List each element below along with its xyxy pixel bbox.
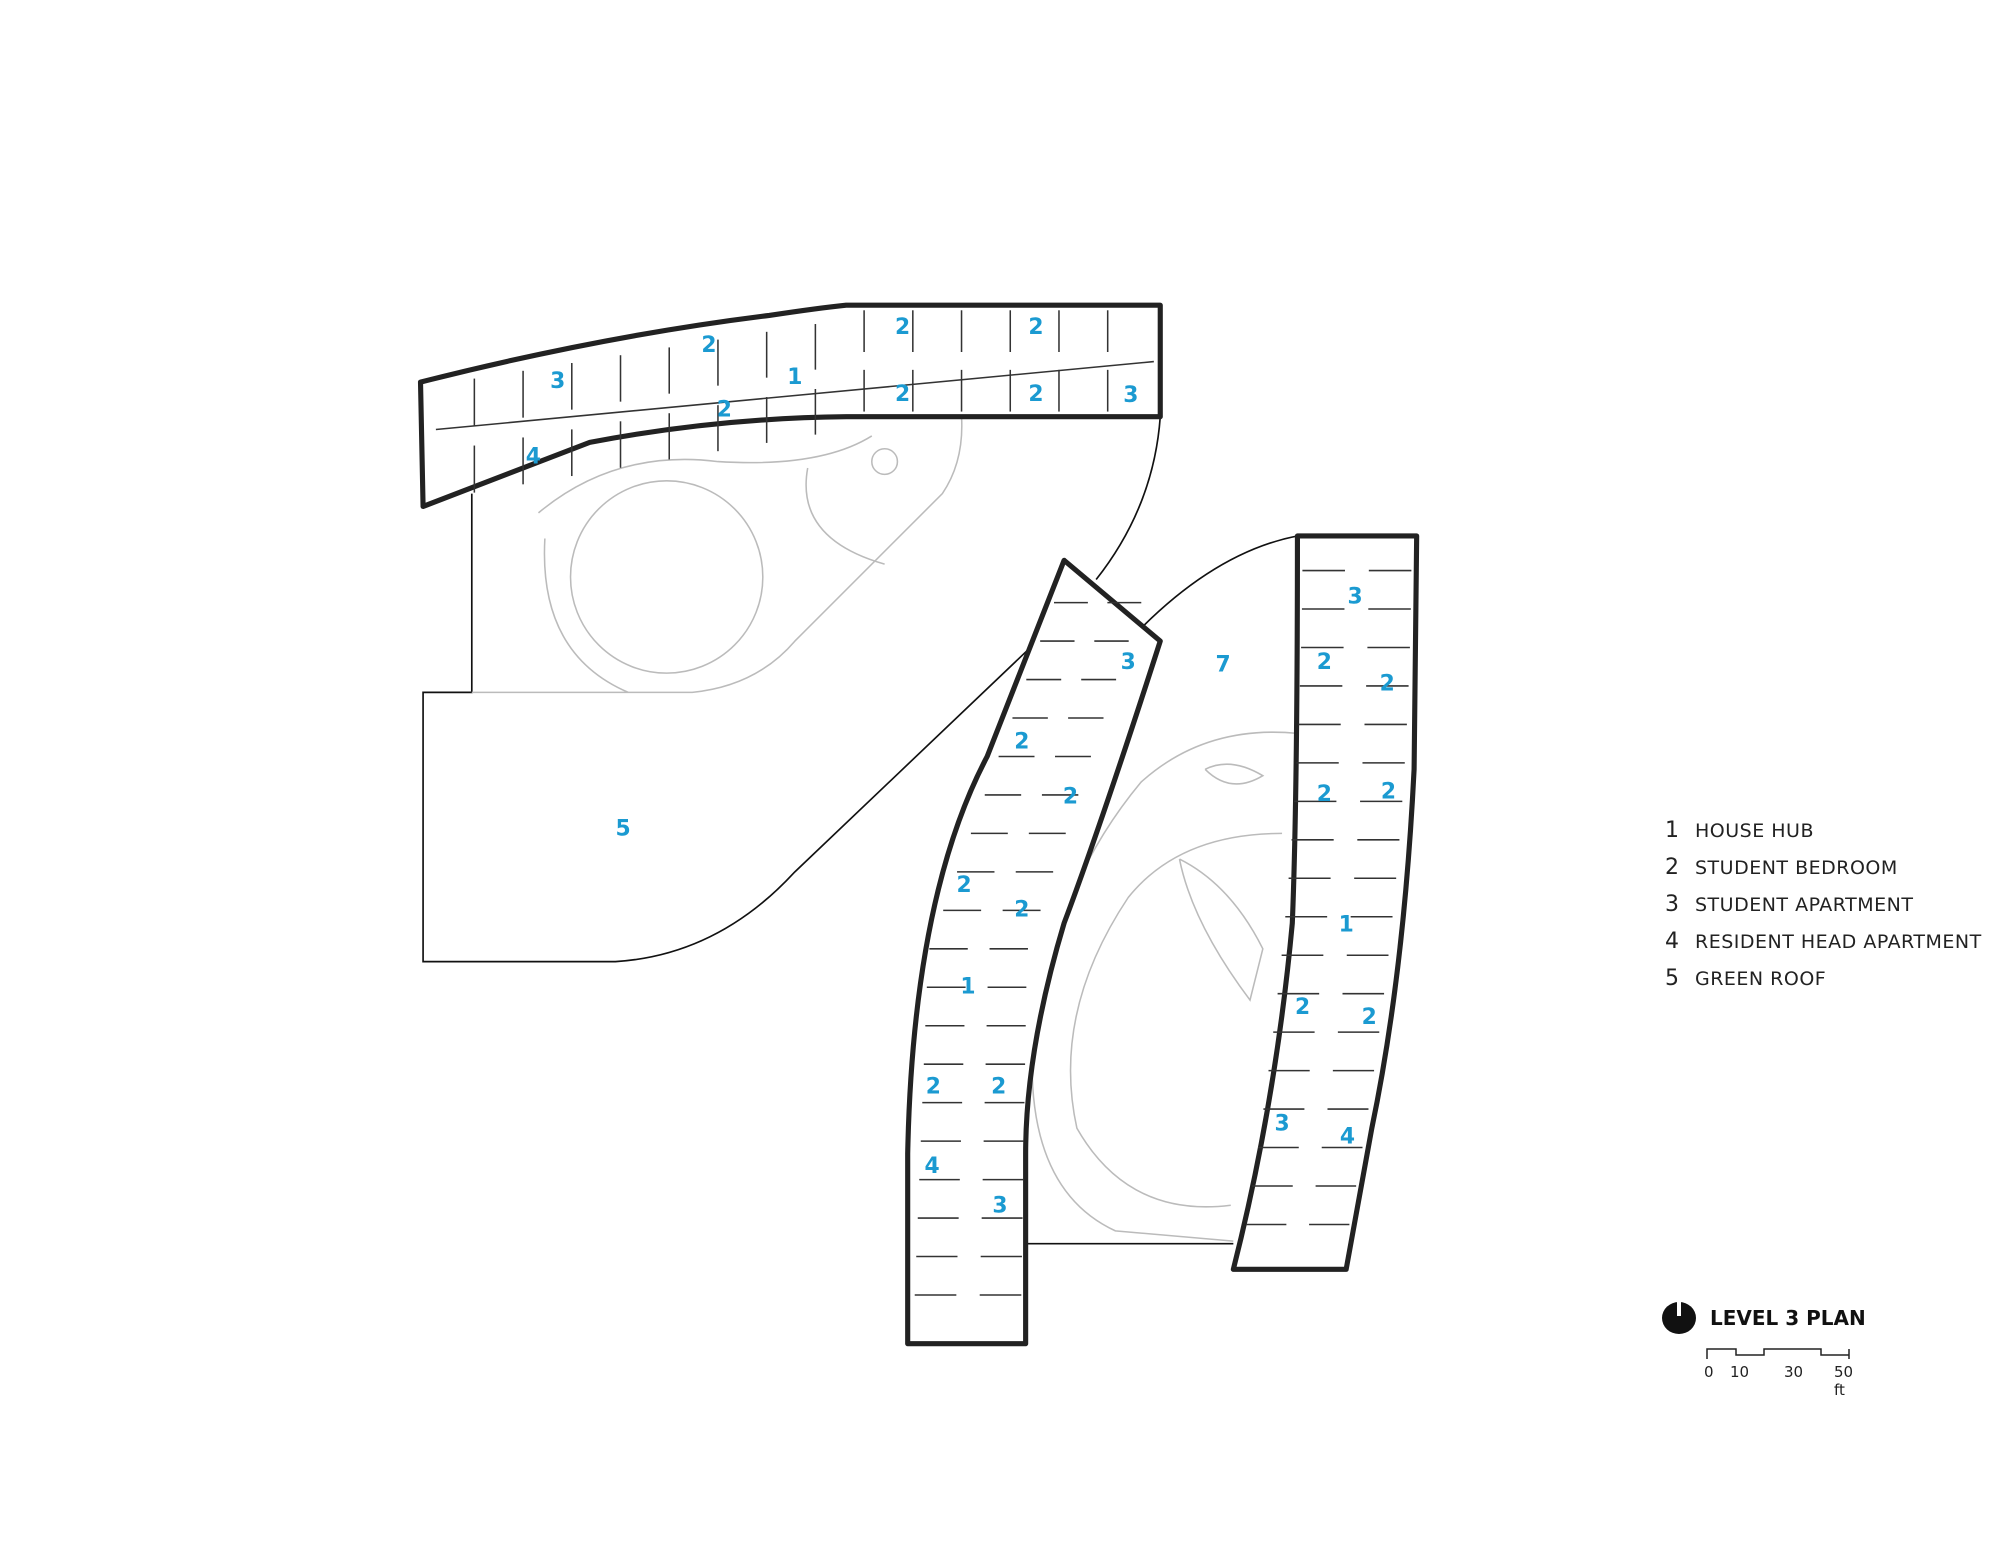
garden-west bbox=[537, 435, 899, 694]
north-arrow-icon bbox=[1662, 1302, 1696, 1334]
plan-title-block: LEVEL 3 PLAN bbox=[1662, 1302, 1866, 1334]
area-label: 3 bbox=[992, 1194, 1007, 1219]
legend-number: 1 bbox=[1665, 818, 1680, 843]
area-label: 3 bbox=[1274, 1111, 1289, 1136]
area-label: 2 bbox=[701, 333, 716, 358]
plan-title: LEVEL 3 PLAN bbox=[1710, 1306, 1866, 1330]
area-label: 2 bbox=[957, 873, 972, 898]
area-label: 2 bbox=[1380, 672, 1395, 697]
roof-area-7-edge bbox=[1140, 535, 1298, 629]
area-label: 5 bbox=[615, 817, 630, 842]
legend-text: RESIDENT HEAD APARTMENT bbox=[1695, 930, 1982, 953]
scale-tick-30: 30 bbox=[1784, 1363, 1804, 1381]
green-roof-outline bbox=[422, 493, 1065, 963]
area-label: 3 bbox=[1123, 383, 1138, 408]
area-label: 2 bbox=[926, 1074, 941, 1099]
legend-text: HOUSE HUB bbox=[1695, 819, 1814, 842]
area-label: 3 bbox=[550, 369, 565, 394]
scale-tick-10: 10 bbox=[1730, 1363, 1750, 1381]
legend-item: 1 HOUSE HUB bbox=[1665, 812, 1982, 849]
area-label: 3 bbox=[1121, 650, 1136, 675]
legend-item: 3 STUDENT APARTMENT bbox=[1665, 886, 1982, 923]
east-wing bbox=[1230, 533, 1420, 1272]
area-label: 4 bbox=[1340, 1124, 1355, 1149]
area-label: 4 bbox=[526, 445, 541, 470]
scale-tick-50: 50 ft bbox=[1834, 1363, 1854, 1399]
area-label: 1 bbox=[787, 365, 802, 390]
legend-item: 2 STUDENT BEDROOM bbox=[1665, 849, 1982, 886]
area-label: 2 bbox=[1362, 1005, 1377, 1030]
area-label: 2 bbox=[1317, 650, 1332, 675]
legend-text: GREEN ROOF bbox=[1695, 967, 1827, 990]
legend-number: 5 bbox=[1665, 966, 1680, 991]
area-label: 2 bbox=[1317, 782, 1332, 807]
area-label: 2 bbox=[1014, 729, 1029, 754]
legend-item: 4 RESIDENT HEAD APARTMENT bbox=[1665, 923, 1982, 960]
area-label: 2 bbox=[1028, 315, 1043, 340]
garden-boundary bbox=[471, 416, 963, 694]
area-label: 1 bbox=[960, 974, 975, 999]
area-label: 2 bbox=[1063, 785, 1078, 810]
area-label: 2 bbox=[1295, 995, 1310, 1020]
area-label: 7 bbox=[1215, 652, 1230, 677]
area-label: 2 bbox=[717, 397, 732, 422]
area-label: 4 bbox=[924, 1154, 939, 1179]
legend-item: 5 GREEN ROOF bbox=[1665, 960, 1982, 997]
legend-text: STUDENT APARTMENT bbox=[1695, 893, 1914, 916]
middle-wing bbox=[905, 557, 1163, 1347]
scale-bar: 0 10 30 50 ft bbox=[1704, 1345, 1856, 1399]
legend-number: 2 bbox=[1665, 855, 1680, 880]
area-label: 1 bbox=[1339, 913, 1354, 938]
area-label: 3 bbox=[1348, 584, 1363, 609]
scale-bar-graphic bbox=[1706, 1348, 1850, 1359]
north-wing bbox=[417, 302, 1163, 510]
legend-number: 3 bbox=[1665, 892, 1680, 917]
legend-number: 4 bbox=[1665, 929, 1680, 954]
area-label: 2 bbox=[1381, 779, 1396, 804]
wall bbox=[435, 360, 1154, 431]
area-labels: 3 2 2 1 2 2 2 2 3 4 3 2 2 2 2 1 2 2 4 3 3 2 2 2 2 1 2 2 3 4 7 5 bbox=[526, 315, 1396, 1218]
area-label: 2 bbox=[991, 1074, 1006, 1099]
area-label: 2 bbox=[895, 315, 910, 340]
area-label: 2 bbox=[1014, 897, 1029, 922]
legend-text: STUDENT BEDROOM bbox=[1695, 856, 1898, 879]
roof-edge-curve bbox=[1095, 416, 1162, 581]
room-partitions bbox=[435, 310, 1412, 1296]
area-label: 2 bbox=[1028, 382, 1043, 407]
scale-tick-0: 0 bbox=[1704, 1363, 1714, 1381]
legend: 1 HOUSE HUB 2 STUDENT BEDROOM 3 STUDENT APART… bbox=[1665, 812, 1982, 997]
area-label: 2 bbox=[895, 382, 910, 407]
